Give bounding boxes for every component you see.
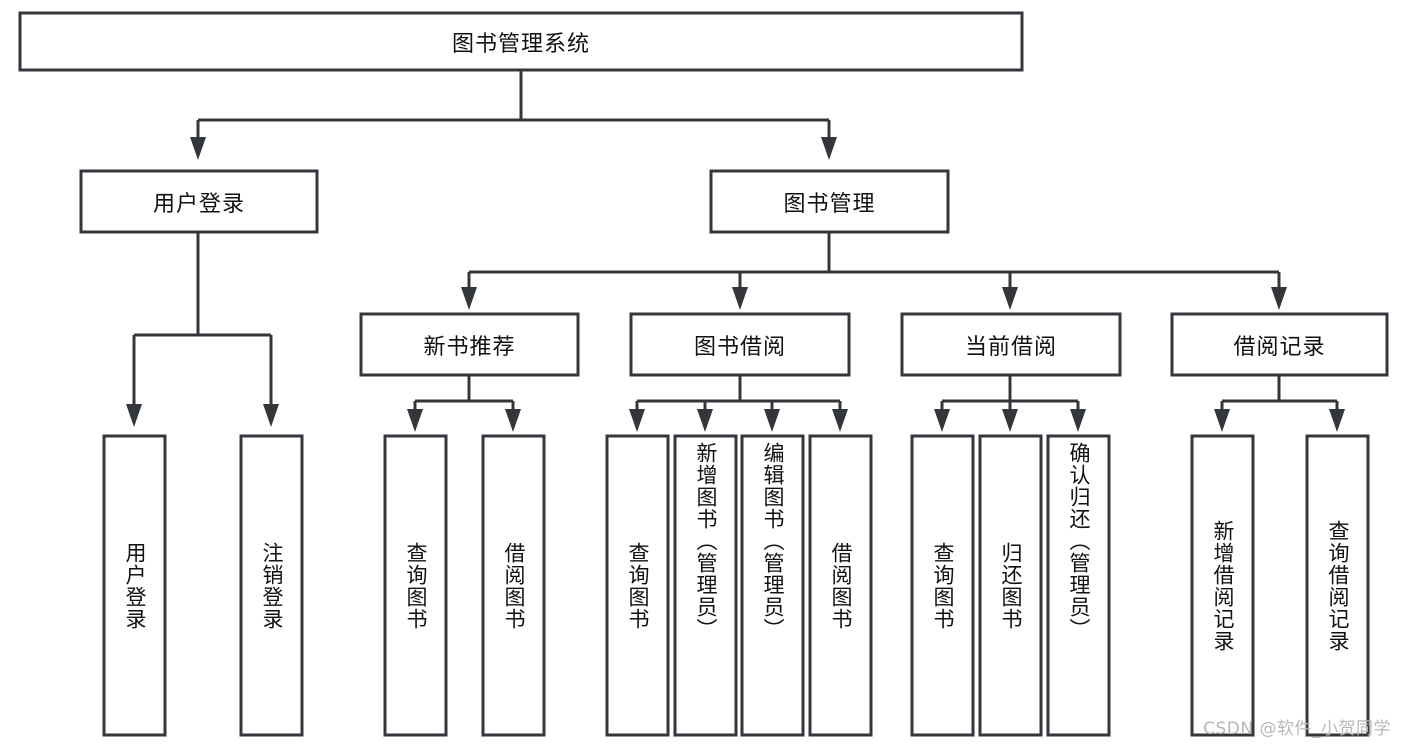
node-leaf-add-record-box[interactable] (1190, 434, 1255, 737)
node-leaf-query-book-2-box[interactable] (605, 434, 670, 737)
node-leaf-borrow-book-1-box[interactable] (481, 434, 546, 737)
node-borrow-record-box[interactable] (1170, 312, 1389, 377)
connector-new-book-recommend-to-leaves (407, 375, 521, 432)
arrow-new-book-recommend (461, 287, 477, 310)
arrow-leaf-query-book-1 (407, 409, 423, 432)
arrow-leaf-borrow-book-1 (505, 409, 521, 432)
arrow-leaf-query-book-2 (629, 409, 645, 432)
arrow-leaf-user-login (126, 404, 142, 427)
arrow-leaf-query-record (1329, 409, 1345, 432)
node-current-borrow-box[interactable] (900, 312, 1122, 377)
node-leaf-add-book-box[interactable] (673, 434, 738, 737)
node-root-box[interactable] (18, 11, 1024, 72)
arrow-current-borrow (1002, 287, 1018, 310)
arrow-book-borrow (732, 287, 748, 310)
arrow-user-login (190, 137, 206, 160)
arrow-leaf-query-book-3 (934, 409, 950, 432)
node-leaf-logout-box[interactable] (239, 434, 304, 737)
connector-root-to-level2 (190, 70, 837, 160)
node-leaf-query-record-box[interactable] (1305, 434, 1370, 737)
node-leaf-edit-book-box[interactable] (740, 434, 805, 737)
node-book-borrow-box[interactable] (629, 312, 851, 377)
node-user-login-box[interactable] (79, 169, 319, 234)
connector-book-borrow-to-leaves (629, 375, 848, 432)
arrow-leaf-return-book (1002, 409, 1018, 432)
arrow-leaf-borrow-book-2 (832, 409, 848, 432)
arrow-leaf-add-book (697, 409, 713, 432)
node-leaf-borrow-book-2-box[interactable] (808, 434, 873, 737)
node-leaf-query-book-1-box[interactable] (383, 434, 448, 737)
node-new-book-recommend-box[interactable] (359, 312, 580, 377)
node-leaf-confirm-return-box[interactable] (1046, 434, 1111, 737)
node-book-manage-box[interactable] (709, 169, 950, 234)
arrow-leaf-logout (263, 404, 279, 427)
node-leaf-return-book-box[interactable] (978, 434, 1043, 737)
arrow-book-manage (821, 137, 837, 160)
connector-user-login-to-leaves (126, 232, 279, 427)
arrow-leaf-edit-book (764, 409, 780, 432)
arrow-leaf-add-record (1214, 409, 1230, 432)
node-leaf-query-book-3-box[interactable] (910, 434, 975, 737)
arrow-leaf-confirm-return (1070, 409, 1086, 432)
node-leaf-user-login-box[interactable] (102, 434, 167, 737)
connector-borrow-record-to-leaves (1214, 375, 1345, 432)
connector-book-manage-to-level3 (461, 232, 1287, 310)
connector-current-borrow-to-leaves (934, 375, 1086, 432)
arrow-borrow-record (1271, 287, 1287, 310)
